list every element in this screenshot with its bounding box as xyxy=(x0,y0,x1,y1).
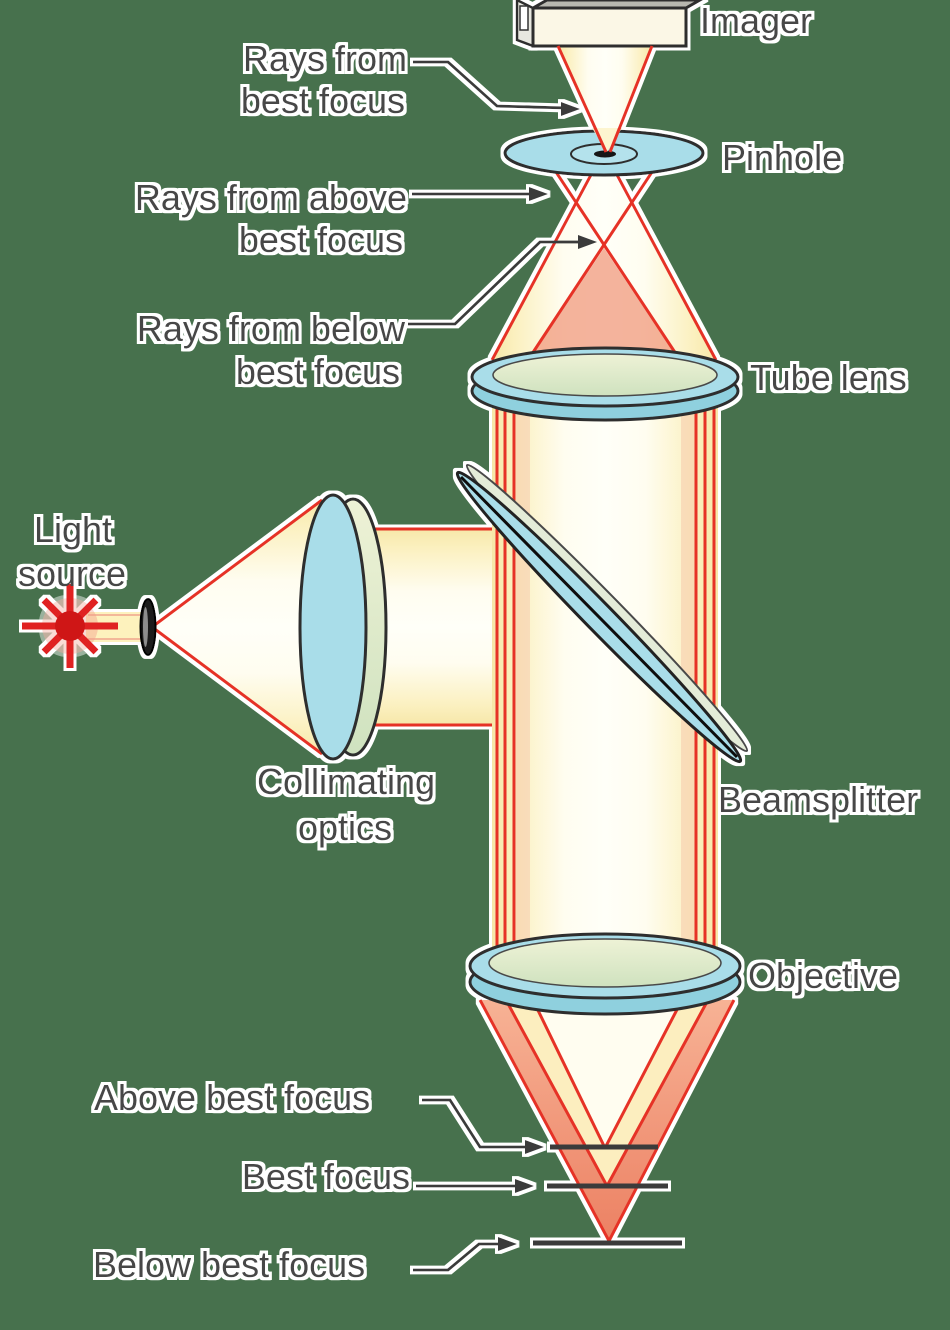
label-rays-above-line2: best focus xyxy=(239,219,403,260)
lower-cone-group xyxy=(478,999,736,1242)
leader-rays-below xyxy=(408,240,582,326)
imager-box xyxy=(515,0,704,48)
labels-group: Imager Pinhole Tube lens Beamsplitter Ob… xyxy=(18,0,918,1285)
label-below-best-focus: Below best focus xyxy=(93,1244,365,1285)
ray-cross-a xyxy=(554,171,682,361)
label-light-source-line2: source xyxy=(18,553,126,594)
label-light-source-line1: Light xyxy=(34,509,112,550)
light-cone-lower-ray xyxy=(151,625,323,756)
label-objective: Objective xyxy=(748,955,898,996)
label-rays-above-line1: Rays from above xyxy=(135,177,407,218)
label-pinhole: Pinhole xyxy=(722,137,842,178)
leader-lines-group xyxy=(408,60,597,1272)
arrow-below-best-icon xyxy=(498,1237,517,1251)
beamsplitter-axis-line xyxy=(459,475,739,759)
figure-group: Imager Pinhole Tube lens Beamsplitter Ob… xyxy=(18,0,918,1285)
label-collimating-line2: optics xyxy=(298,807,392,848)
light-cone-upper-ray xyxy=(151,498,323,629)
ray-best-right xyxy=(606,157,718,361)
label-rays-below-line2: best focus xyxy=(236,351,400,392)
pinhole-disk xyxy=(503,129,705,177)
arrow-best-icon xyxy=(515,1179,534,1193)
leader-above-best xyxy=(422,1098,528,1149)
column-salmon-left xyxy=(516,392,530,966)
illumination-path-group xyxy=(22,498,323,756)
label-tube-lens: Tube lens xyxy=(750,357,907,398)
objective-lens xyxy=(468,932,742,1016)
arrow-rays-above-icon xyxy=(529,187,548,201)
tube-lens xyxy=(470,346,740,422)
label-best-focus: Best focus xyxy=(242,1156,410,1197)
cone-above-focus xyxy=(533,1000,682,1148)
light-cone-fill xyxy=(152,499,322,755)
ray-cross-b xyxy=(526,171,654,361)
label-rays-below-line1: Rays from below xyxy=(137,308,406,349)
label-rays-best-line1: Rays from xyxy=(243,38,407,79)
label-collimating-line1: Collimating xyxy=(257,761,435,802)
source-aperture xyxy=(139,598,157,656)
arrow-above-best-icon xyxy=(525,1140,544,1154)
leader-below-best xyxy=(413,1242,501,1272)
pinhole-aperture xyxy=(594,150,616,158)
ray-best-left xyxy=(490,157,602,361)
arrow-rays-below-icon xyxy=(578,235,597,249)
upper-cone-group xyxy=(490,156,718,361)
upper-cone-salmon xyxy=(530,248,678,359)
label-rays-best-line2: best focus xyxy=(241,80,405,121)
label-imager: Imager xyxy=(700,0,812,41)
imager-cone-rays xyxy=(556,45,654,153)
label-beamsplitter: Beamsplitter xyxy=(718,779,918,820)
imager-cone-fill xyxy=(558,46,652,153)
label-above-best-focus: Above best focus xyxy=(94,1077,370,1118)
collimating-lens xyxy=(298,493,388,761)
beamsplitter-plate xyxy=(455,463,749,764)
arrow-rays-best-icon xyxy=(561,102,580,116)
leader-rays-best xyxy=(413,60,567,110)
light-source-star-icon xyxy=(22,584,118,668)
